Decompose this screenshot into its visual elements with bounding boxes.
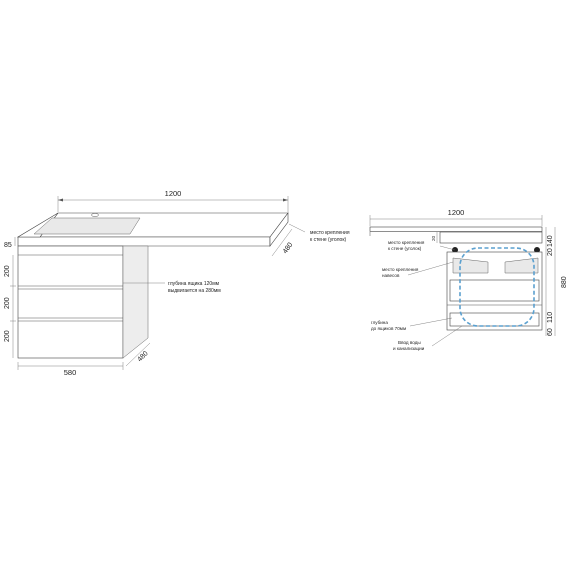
top-thickness-dim-label: 85	[4, 242, 12, 249]
drawer-depth-leader	[409, 317, 453, 327]
depth-top-dim-line	[271, 228, 293, 257]
front-mount-note-line1: место крепления	[388, 240, 425, 245]
drawer-depth-note-line1: глубина	[371, 320, 388, 325]
depth-base-dim-label: 480	[136, 350, 149, 363]
sink-basin	[33, 217, 141, 235]
countertop-end	[269, 212, 289, 247]
hinge-note-line2: навесов	[382, 273, 400, 278]
width-dim-label: 1200	[165, 189, 182, 198]
base-width-dim-label: 580	[64, 368, 77, 377]
side-dim-60: 60	[547, 328, 554, 336]
top-gap-dim-label: 20	[431, 235, 436, 241]
side-dim-110: 110	[547, 312, 554, 323]
arrowhead	[58, 198, 63, 202]
hinge-note-leader	[407, 261, 454, 276]
inlet-note-leader	[431, 325, 463, 347]
mount-note-leader	[439, 245, 456, 251]
depth-top-dim-label: 480	[282, 241, 294, 255]
mount-note-line2: к стене (уголок)	[310, 237, 347, 243]
front-countertop	[369, 226, 543, 232]
drawer-note-line1: глубина ящика 120мм	[168, 281, 220, 287]
front-drawer	[449, 279, 540, 302]
cabinet-front	[17, 245, 124, 359]
drawer-height-2: 200	[4, 297, 11, 309]
mount-note-leader	[288, 223, 306, 233]
side-dim-20: 20	[547, 248, 554, 256]
bowl-left	[452, 257, 489, 274]
drawer-height-3: 200	[4, 330, 11, 342]
inlet-note-line1: Ввод воды	[398, 340, 421, 345]
front-upper-panel	[439, 231, 543, 244]
left-cabinet-view: 1200 85 200 200 200 480 480 580 место кр…	[4, 189, 350, 377]
hinge-note-line1: место крепления	[382, 267, 419, 272]
inlet-note-line2: и канализации	[393, 346, 425, 351]
dashed-zone-outline	[459, 247, 535, 327]
right-front-view: 1200 140 20 110 60 880 20 место креплени…	[369, 208, 568, 351]
front-width-dim-label: 1200	[448, 208, 465, 217]
front-mount-note-line2: к стене (уголок)	[388, 246, 422, 251]
depth-base-dim-line	[125, 342, 151, 367]
drawer-height-1: 200	[4, 265, 11, 277]
mount-note-line1: место крепления	[310, 230, 350, 236]
side-dim-140: 140	[547, 235, 554, 247]
hinge-right-icon	[534, 247, 540, 253]
countertop-front	[17, 236, 271, 247]
height-dim-label: 880	[561, 276, 568, 288]
arrowhead	[283, 198, 288, 202]
drawer-depth-note-line2: до ящиков 70мм	[371, 326, 406, 331]
drawer-note-line2: выдвигается на 280мм	[168, 288, 221, 294]
bowl-right	[504, 257, 539, 274]
drain-hole	[91, 213, 99, 217]
cabinet-side	[122, 245, 149, 359]
